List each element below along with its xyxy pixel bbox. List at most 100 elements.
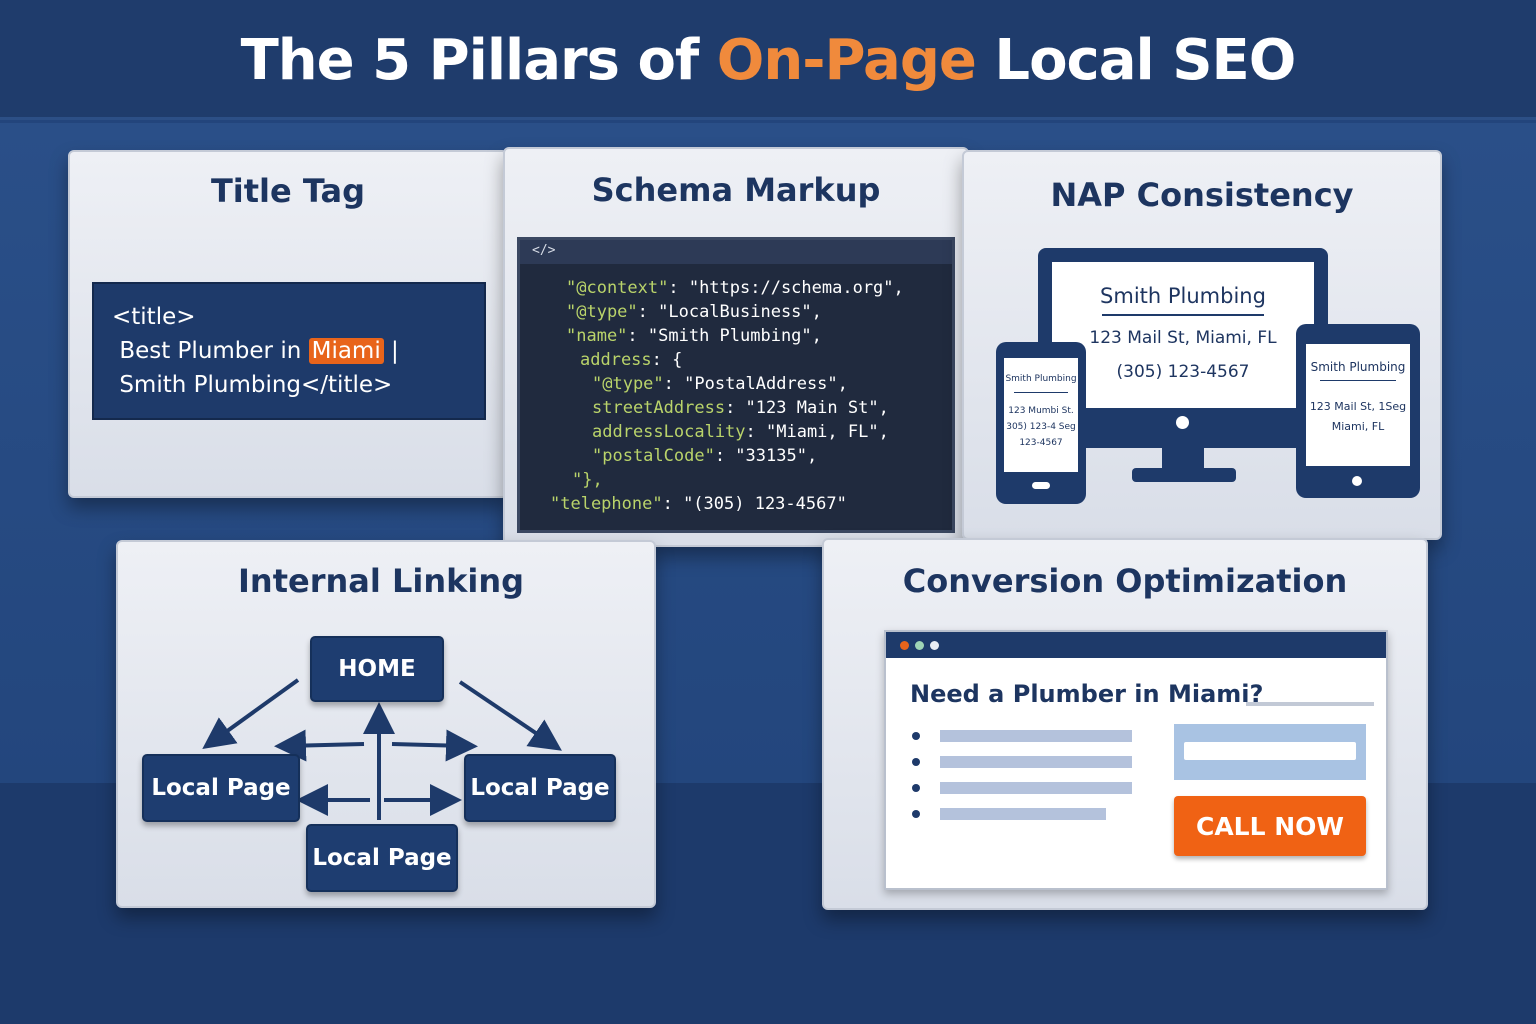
monitor-address: 123 Mail St, Miami, FL — [1089, 328, 1277, 348]
code-line: "name": "Smith Plumbing", — [566, 326, 822, 346]
arrow-home-to-left — [202, 678, 300, 750]
internal-linking-heading: Internal Linking — [238, 562, 525, 600]
phone-screen: Smith Plumbing 123 Mumbi St. 305) 123-4 … — [1004, 358, 1078, 472]
arrow-center-to-left-upper — [274, 729, 365, 762]
cta-question: Need a Plumber in Miami? — [910, 680, 1264, 708]
browser-dot-white — [930, 641, 939, 650]
schema-heading: Schema Markup — [591, 171, 881, 209]
code-key: address — [580, 350, 652, 370]
phone-address: 123 Mumbi St. — [1008, 406, 1074, 416]
code-key: "name" — [566, 326, 628, 346]
phone-address-line-2: 305) 123-4 Seg — [1006, 422, 1076, 432]
keyword-highlight: Miami — [308, 338, 384, 364]
title-open-tag: <title> — [112, 304, 196, 330]
title-separator: | — [383, 338, 399, 364]
code-key: "@type" — [592, 374, 664, 394]
tablet-screen: Smith Plumbing 123 Mail St, 1Seg Miami, … — [1306, 344, 1410, 466]
monitor-power-dot — [1176, 416, 1189, 429]
link-arrows — [202, 678, 562, 820]
monitor-name-underline — [1102, 314, 1264, 316]
browser-bar — [886, 632, 1386, 658]
bullet-2 — [912, 758, 920, 766]
code-key: streetAddress — [592, 398, 726, 418]
tablet-address: 123 Mail St, 1Seg — [1309, 400, 1407, 413]
code-value: : "123 Main St", — [725, 398, 889, 418]
title-tag-card: Title Tag <title> Best Plumber in Miami … — [68, 150, 508, 498]
code-line: "@context": "https://schema.org", — [566, 278, 904, 298]
text-line-1 — [940, 730, 1132, 742]
title-accent: On-Page — [716, 28, 977, 93]
nap-heading: NAP Consistency — [1050, 176, 1354, 214]
tablet: Smith Plumbing 123 Mail St, 1Seg Miami, … — [1296, 324, 1420, 498]
home-node: HOME — [310, 636, 444, 702]
bullet-3 — [912, 784, 920, 792]
monitor-stand — [1162, 446, 1204, 470]
title-text: Best Plumber in — [119, 338, 309, 364]
code-key: "@context" — [566, 278, 669, 298]
title-part-1: The 5 Pillars of — [240, 28, 717, 93]
code-key: addressLocality — [592, 422, 746, 442]
smartphone: Smith Plumbing 123 Mumbi St. 305) 123-4 … — [996, 342, 1086, 504]
code-value: : "LocalBusiness", — [637, 302, 822, 322]
tablet-home-dot — [1352, 476, 1362, 486]
heading-rule — [1246, 702, 1374, 706]
local-page-node-bottom: Local Page — [306, 824, 458, 892]
code-key: "@type" — [566, 302, 638, 322]
code-key: "postalCode" — [592, 446, 715, 466]
arrow-center-to-right-upper — [391, 729, 478, 762]
local-page-node-left: Local Page — [142, 754, 300, 822]
code-line: "}, — [572, 470, 603, 490]
code-value: : "Smith Plumbing", — [627, 326, 822, 346]
nap-consistency-card: NAP Consistency Smith Plumbing 123 Mail … — [962, 150, 1442, 540]
monitor-screen: Smith Plumbing 123 Mail St, Miami, FL (3… — [1052, 262, 1314, 408]
code-line: addressLocality: "Miami, FL", — [592, 422, 889, 442]
title-line-3: Smith Plumbing</title> — [112, 368, 466, 402]
local-page-node-right: Local Page — [464, 754, 616, 822]
header-band — [0, 0, 1536, 120]
code-key: "}, — [572, 470, 603, 490]
conversion-card: Conversion Optimization Need a Plumber i… — [822, 538, 1428, 910]
page-title: The 5 Pillars of On-Page Local SEO — [0, 28, 1536, 93]
phone-name-underline — [1014, 392, 1068, 393]
code-value: : "PostalAddress", — [663, 374, 848, 394]
code-line: "telephone": "(305) 123-4567" — [550, 494, 847, 514]
internal-linking-card: Internal Linking HOME Local Page Local P… — [116, 540, 656, 908]
code-line: "@type": "LocalBusiness", — [566, 302, 822, 322]
tablet-business-name: Smith Plumbing — [1310, 360, 1406, 374]
title-brand-text: Smith Plumbing</title> — [119, 372, 393, 398]
code-line: address: { — [580, 350, 682, 370]
form-input[interactable] — [1184, 742, 1356, 760]
schema-markup-card: Schema Markup </> "@context": "https://s… — [503, 147, 969, 547]
phone-home-button — [1032, 482, 1050, 489]
phone-number: 123-4567 — [1019, 438, 1063, 448]
title-tag-heading: Title Tag — [210, 172, 366, 210]
code-line: "@type": "PostalAddress", — [592, 374, 848, 394]
text-line-4 — [940, 808, 1106, 820]
conversion-heading: Conversion Optimization — [902, 562, 1348, 600]
arrow-home-to-right — [458, 680, 562, 751]
bullet-1 — [912, 732, 920, 740]
code-value: : "Miami, FL", — [745, 422, 889, 442]
code-icon: </> — [520, 240, 952, 264]
title-part-2: Local SEO — [975, 28, 1296, 93]
title-line-2: Best Plumber in Miami | — [112, 334, 466, 368]
code-line: streetAddress: "123 Main St", — [592, 398, 889, 418]
code-value: : "https://schema.org", — [668, 278, 904, 298]
browser-dot-green — [915, 641, 924, 650]
form-field-box — [1174, 724, 1366, 780]
tablet-city: Miami, FL — [1331, 420, 1385, 433]
code-value: : "33135", — [714, 446, 818, 466]
monitor-business-name: Smith Plumbing — [1100, 284, 1266, 308]
bullet-4 — [912, 810, 920, 818]
monitor-base — [1132, 468, 1236, 482]
code-editor: </> "@context": "https://schema.org", "@t… — [517, 237, 955, 533]
text-line-2 — [940, 756, 1132, 768]
tablet-name-underline — [1320, 380, 1396, 381]
monitor-phone: (305) 123-4567 — [1116, 362, 1250, 382]
landing-page-mockup: Need a Plumber in Miami? CALL NOW — [884, 630, 1388, 890]
code-value: : "(305) 123-4567" — [662, 494, 847, 514]
text-line-3 — [940, 782, 1132, 794]
browser-dot-red — [900, 641, 909, 650]
desktop-monitor: Smith Plumbing 123 Mail St, Miami, FL (3… — [1038, 248, 1328, 448]
call-now-button[interactable]: CALL NOW — [1174, 796, 1366, 856]
